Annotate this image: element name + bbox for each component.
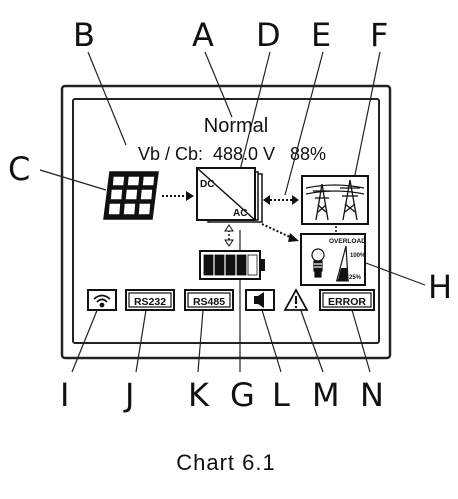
callout-l: L: [272, 376, 290, 414]
battery-readout: Vb / Cb: 488.0 V 88%: [138, 144, 326, 164]
inner-frame: [72, 98, 380, 344]
warning-indicator: [283, 288, 309, 311]
callout-c: C: [8, 150, 30, 188]
load-overload-icon: OVERLOAD 100% 25%: [300, 233, 366, 286]
callout-k: K: [188, 376, 210, 414]
callout-g: G: [230, 376, 255, 414]
error-label: ERROR: [328, 296, 366, 308]
callout-d: D: [256, 16, 281, 54]
battery-level-bars: [203, 254, 258, 276]
flow-arrow-inverter-grid: [263, 195, 299, 205]
overload-label: OVERLOAD: [329, 238, 366, 245]
speaker-indicator: [245, 289, 275, 311]
light-bulb-icon: [311, 248, 325, 278]
battery-bar: [236, 254, 247, 276]
battery-bar: [225, 254, 236, 276]
warning-icon: [283, 288, 309, 311]
wifi-icon: [93, 294, 111, 308]
flow-arrow-pv-to-inverter: [162, 191, 194, 201]
inverter-dc-label: DC: [200, 179, 214, 190]
figure-caption: Chart 6.1: [176, 450, 276, 475]
flow-arrow-inverter-battery: [224, 224, 234, 247]
grid-pylons-icon: [301, 175, 369, 225]
callout-j: J: [123, 376, 134, 414]
solar-panel-icon: [103, 171, 159, 220]
battery-icon: [199, 250, 265, 280]
battery-bar: [247, 254, 258, 276]
rs232-label: RS232: [134, 296, 166, 308]
outer-frame: [60, 84, 392, 360]
status-text: Normal: [204, 115, 268, 137]
callout-b: B: [73, 16, 95, 54]
callout-n: N: [360, 376, 384, 414]
callout-e: E: [311, 16, 331, 54]
battery-bar: [214, 254, 225, 276]
overload-high-label: 100%: [350, 253, 366, 259]
inverter-icon: DC AC: [196, 167, 263, 223]
callout-f: F: [370, 16, 388, 54]
battery-bar: [203, 254, 214, 276]
inverter-ac-label: AC: [233, 208, 247, 219]
load-gauge-icon: [336, 245, 349, 282]
error-indicator: ERROR: [319, 289, 375, 311]
rs485-label: RS485: [193, 296, 225, 308]
speaker-icon: [254, 292, 264, 308]
callout-h: H: [428, 268, 452, 306]
rs485-indicator: RS485: [184, 289, 234, 311]
overload-low-label: 25%: [349, 275, 362, 281]
rs232-indicator: RS232: [125, 289, 175, 311]
callout-a: A: [192, 16, 214, 54]
callout-m: M: [312, 376, 340, 414]
flow-arrow-inverter-to-load: [261, 223, 299, 242]
wifi-indicator: [87, 289, 117, 311]
callout-i: I: [60, 376, 69, 414]
